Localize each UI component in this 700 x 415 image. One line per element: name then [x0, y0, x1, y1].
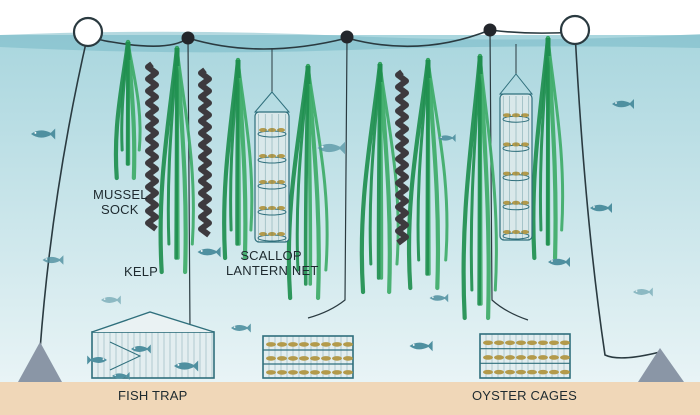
- surface-buoy-right: [559, 14, 591, 46]
- scallop-lantern-net-2: [498, 73, 534, 241]
- fish-icon-8: [197, 246, 221, 258]
- fish-trap: [91, 311, 215, 379]
- seafloor: [0, 382, 700, 415]
- kelp-frond-3: [222, 57, 254, 261]
- scallop-lantern-net-1: [253, 91, 291, 243]
- float-2: [340, 30, 354, 44]
- scallop-lantern-net-label: SCALLOP LANTERN NET: [226, 248, 319, 278]
- float-1: [181, 31, 195, 45]
- fish-icon-15: [131, 344, 151, 354]
- fish-trap-label: FISH TRAP: [118, 388, 188, 403]
- fish-icon-6: [42, 255, 64, 265]
- scallop-label-line2: LANTERN NET: [226, 263, 319, 278]
- mussel-sock-label-line1: MUSSEL: [93, 187, 148, 202]
- mooring-line-right: [574, 31, 661, 359]
- mussel-sock-1: [145, 61, 159, 232]
- fish-icon-10: [429, 293, 449, 303]
- oyster-cage-line-1: [307, 37, 348, 319]
- fish-icon-13: [409, 340, 433, 352]
- oyster-cage-1: [262, 335, 354, 379]
- fish-icon-2: [317, 141, 345, 155]
- kelp-frond-6: [406, 57, 449, 291]
- mussel-sock-2: [198, 67, 212, 238]
- anchor-right: [638, 348, 684, 382]
- fish-icon-7: [101, 295, 121, 305]
- kelp-frond-5: [359, 61, 400, 295]
- mussel-sock-label-line2: SOCK: [101, 202, 139, 217]
- fish-icon-5: [590, 203, 612, 213]
- fish-icon-14: [87, 355, 107, 365]
- anchor-left: [18, 342, 62, 382]
- mussel-sock-3: [395, 69, 409, 246]
- kelp-frond-7: [461, 53, 498, 321]
- fish-icon-9: [548, 257, 570, 267]
- fish-icon-11: [633, 287, 653, 297]
- surface-buoy-left: [72, 16, 104, 48]
- fish-icon-4: [612, 99, 634, 109]
- scallop-label-line1: SCALLOP: [240, 248, 302, 263]
- fish-icon-16: [174, 360, 199, 372]
- kelp-frond-8: [531, 35, 565, 261]
- fish-icon-12: [231, 323, 251, 333]
- kelp-frond-1: [113, 39, 142, 181]
- mussel-sock-label: MUSSEL SOCK: [93, 187, 148, 217]
- kelp-label: KELP: [124, 264, 159, 279]
- kelp-frond-2: [158, 45, 195, 275]
- float-3: [483, 23, 497, 37]
- kelp-frond-4: [286, 63, 329, 301]
- oyster-cages-label: OYSTER CAGES: [472, 388, 577, 403]
- fish-icon-17: [112, 372, 130, 380]
- fish-icon-3: [438, 134, 456, 142]
- oyster-cage-2: [479, 333, 571, 379]
- mooring-line-left: [39, 33, 89, 351]
- oyster-cage-line-2: [489, 29, 529, 321]
- fish-icon-1: [31, 128, 56, 140]
